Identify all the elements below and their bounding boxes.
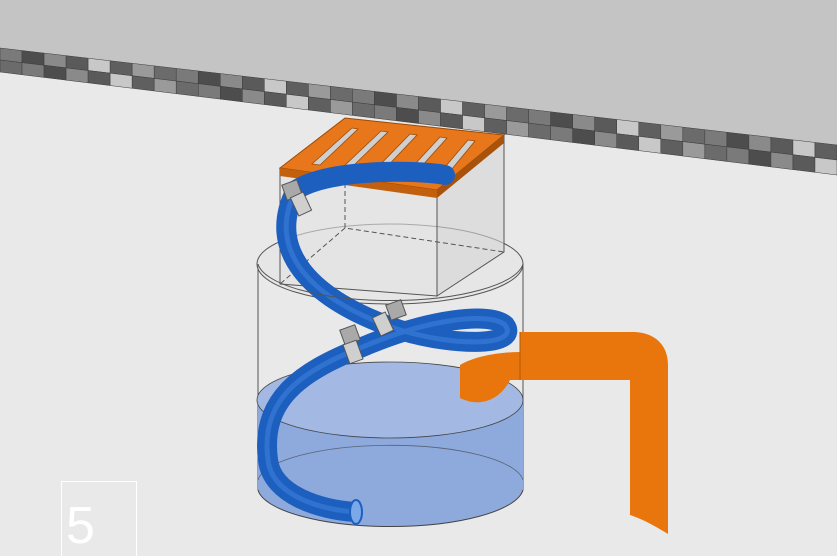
tile <box>484 117 507 135</box>
outlet-pipe <box>460 332 668 534</box>
tile <box>43 64 67 81</box>
tile <box>506 120 529 138</box>
tile <box>572 114 595 132</box>
ceiling-slab <box>0 0 837 145</box>
tile <box>704 143 728 162</box>
tile <box>638 121 662 140</box>
tile <box>109 72 133 89</box>
water-level <box>256 361 524 528</box>
tile <box>792 154 816 173</box>
tile <box>792 139 816 158</box>
tile <box>264 91 287 108</box>
tile <box>594 116 617 134</box>
tile <box>220 86 243 103</box>
tile <box>660 124 684 142</box>
tile <box>286 93 309 111</box>
tile <box>748 149 772 168</box>
tile <box>21 62 45 78</box>
tile <box>0 59 23 75</box>
tile <box>704 129 728 148</box>
tile <box>616 119 640 137</box>
tile-border <box>0 47 837 176</box>
tile <box>814 157 837 176</box>
tile <box>175 80 199 97</box>
spiral-hose <box>257 161 518 525</box>
drain-box <box>279 133 505 297</box>
tile <box>550 111 573 129</box>
tile <box>418 109 441 127</box>
tile <box>594 130 617 149</box>
tile <box>814 142 837 161</box>
tile <box>770 151 794 170</box>
tile <box>153 78 177 94</box>
tile <box>87 70 111 86</box>
hose-clamp-3 <box>339 324 364 365</box>
tile <box>638 136 662 154</box>
tile <box>660 138 684 157</box>
tile <box>131 75 155 92</box>
tile <box>682 141 706 160</box>
tile <box>308 96 331 113</box>
tile <box>726 131 750 150</box>
tile <box>550 125 573 143</box>
step-number: 5 <box>66 497 95 555</box>
tile <box>616 133 640 151</box>
tile <box>330 99 353 116</box>
tile <box>726 146 750 165</box>
hose-clamp-1 <box>281 179 313 217</box>
tile <box>242 88 265 105</box>
step-number-box: 5 <box>61 481 137 556</box>
tile <box>748 134 772 153</box>
tile <box>770 137 794 156</box>
tile <box>682 126 706 145</box>
tile <box>396 107 419 124</box>
hose-clamp-2 <box>371 299 407 337</box>
tile <box>528 122 551 141</box>
tile <box>352 101 375 119</box>
tile <box>197 83 221 100</box>
tile <box>65 67 89 84</box>
tile <box>374 104 397 122</box>
tile <box>462 114 485 132</box>
tile <box>440 112 463 130</box>
tile <box>572 128 595 146</box>
